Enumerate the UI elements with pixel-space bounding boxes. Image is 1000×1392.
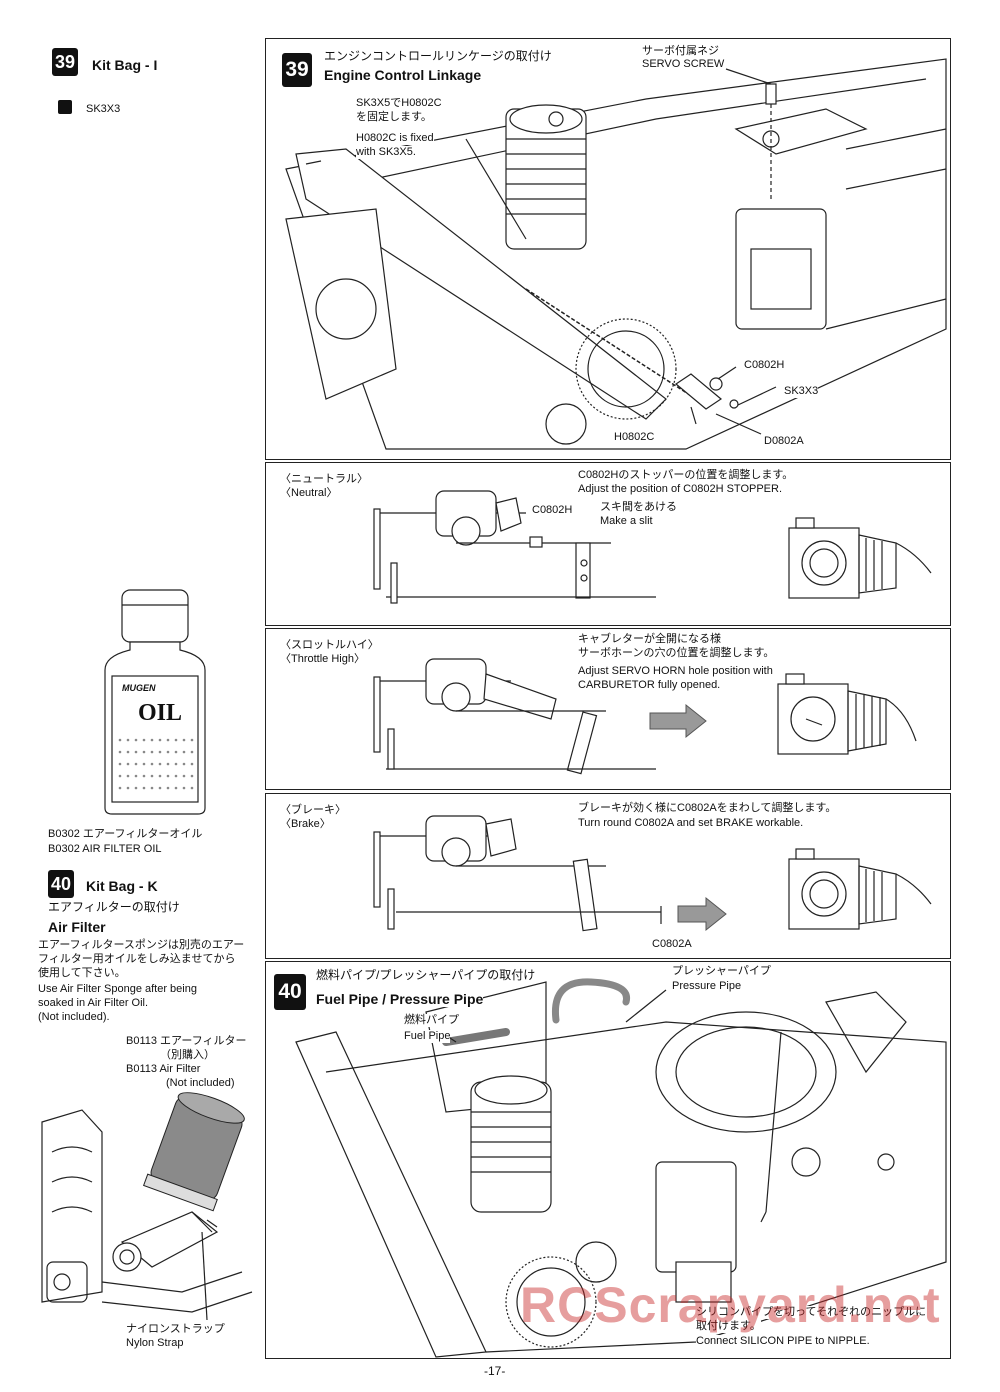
engine-linkage-illustration [285, 58, 947, 450]
fix-note-jp-2: を固定します。 [356, 111, 432, 124]
brake-label-en: 〈Brake〉 [280, 818, 331, 830]
brake-panel: 〈ブレーキ〉 〈Brake〉 ブレーキが効く様にC0802Aをまわして調整します… [265, 793, 951, 959]
air-filter-text-jp-3: 使用して下さい。 [38, 967, 126, 979]
pressure-pipe-label-en: Pressure Pipe [672, 980, 742, 993]
neutral-instruction-en: Adjust the position of C0802H STOPPER. [578, 483, 783, 495]
brake-instruction-jp: ブレーキが効く様にC0802Aをまわして調整します。 [578, 802, 837, 814]
air-filter-illustration [41, 1092, 253, 1321]
air-filter-text-en-2: soaked in Air Filter Oil. [38, 997, 149, 1009]
neutral-label-en: 〈Neutral〉 [280, 487, 338, 499]
air-filter-oil-bottle-image [104, 589, 206, 815]
make-slit-en: Make a slit [600, 515, 653, 527]
fuel-pipe-panel: 40 燃料パイプ/プレッシャーパイプの取付け Fuel Pipe / Press… [265, 961, 951, 1359]
fuel-pipe-title-en: Fuel Pipe / Pressure Pipe [316, 991, 484, 1007]
throttle-instruction-jp-2: サーボホーンの穴の位置を調整します。 [578, 647, 775, 659]
throttle-instruction-en-1: Adjust SERVO HORN hole position with [578, 665, 773, 677]
engine-control-linkage-panel: 39 エンジンコントロールリンケージの取付け Engine Control Li… [265, 38, 951, 460]
page-number: -17- [484, 1364, 506, 1378]
step-40-badge: 40 [48, 870, 74, 898]
kit-bag-k-label: Kit Bag - K [86, 878, 158, 894]
neutral-linkage-diagram [373, 490, 932, 604]
brake-c0802a-label: C0802A [652, 938, 692, 950]
watermark: RCScrapyard.net [520, 1277, 941, 1333]
silicon-pipe-note-jp-2: 取付けます。 [696, 1320, 761, 1333]
engine-linkage-title-en: Engine Control Linkage [324, 67, 482, 83]
servo-screw-label-en: SERVO SCREW [642, 58, 725, 71]
neutral-label-jp: 〈ニュートラル〉 [280, 473, 368, 485]
fix-note-jp-1: SK3X5でH0802C [356, 97, 442, 110]
oil-part-label-en: B0302 AIR FILTER OIL [48, 843, 162, 855]
silicon-pipe-note-en: Connect SILICON PIPE to NIPPLE. [696, 1335, 870, 1348]
silicon-pipe-note-jp-1: シリコンパイプを切ってそれぞれのニップルに [696, 1306, 927, 1319]
neutral-c0802h-label: C0802H [532, 504, 573, 517]
h0802c-label: H0802C [614, 431, 655, 444]
engine-linkage-title-jp: エンジンコントロールリンケージの取付け [324, 49, 552, 64]
brake-linkage-diagram [373, 815, 932, 932]
throttle-high-label-jp: 〈スロットルハイ〉 [280, 639, 379, 651]
air-filter-text-en-3: (Not included). [38, 1011, 110, 1023]
throttle-high-panel: 〈スロットルハイ〉 〈Throttle High〉 キャブレターが全開になる様 … [265, 628, 951, 790]
throttle-instruction-en-2: CARBURETOR fully opened. [578, 679, 721, 691]
step-40-panel-badge: 40 [274, 974, 306, 1010]
nylon-strap-label-jp: ナイロンストラップ [126, 1323, 225, 1335]
brake-instruction-en: Turn round C0802A and set BRAKE workable… [578, 817, 804, 829]
bottle-oil-text: OIL [138, 700, 183, 726]
air-filter-text-jp-1: エアーフィルタースポンジは別売のエアー [38, 939, 245, 951]
fix-note-en-1: H0802C is fixed [356, 132, 434, 145]
step-39-badge: 39 [52, 48, 78, 76]
b0113-label-en-1: B0113 Air Filter [126, 1063, 201, 1075]
make-slit-jp: スキ間をあける [600, 501, 677, 513]
air-filter-text-en-1: Use Air Filter Sponge after being [38, 983, 197, 995]
step-39-panel-badge: 39 [282, 53, 312, 87]
neutral-panel: 〈ニュートラル〉 〈Neutral〉 C0802Hのストッパーの位置を調整します… [265, 462, 951, 626]
bottle-brand-text: MUGEN [122, 683, 156, 693]
sk3x3-part-label: SK3X3 [86, 103, 121, 115]
servo-screw-label-jp: サーボ付属ネジ [642, 45, 719, 58]
oil-part-label-jp: B0302 エアーフィルターオイル [48, 828, 203, 840]
nylon-strap-label-en: Nylon Strap [126, 1337, 184, 1349]
throttle-high-label-en: 〈Throttle High〉 [280, 653, 365, 665]
fix-note-en-2: with SK3X5. [356, 146, 416, 159]
b0113-label-jp-1: B0113 エアーフィルター [126, 1035, 247, 1047]
fuel-pipe-label-en: Fuel Pipe [404, 1030, 451, 1043]
air-filter-title-jp: エアフィルターの取付け [48, 900, 180, 914]
pressure-pipe-label-jp: プレッシャーパイプ [672, 965, 771, 978]
screw-icon [58, 100, 72, 114]
fuel-pipe-illustration [295, 978, 947, 1358]
d0802a-label: D0802A [764, 435, 804, 448]
air-filter-title-en: Air Filter [48, 919, 106, 935]
c0802h-label: C0802H [744, 359, 785, 372]
fuel-pipe-title-jp: 燃料パイプ/プレッシャーパイプの取付け [316, 968, 536, 983]
throttle-instruction-jp-1: キャブレターが全開になる様 [578, 633, 721, 645]
b0113-label-en-2: (Not included) [166, 1077, 235, 1089]
kit-bag-i-label: Kit Bag - I [92, 57, 158, 73]
fuel-pipe-label-jp: 燃料パイプ [404, 1014, 459, 1027]
air-filter-text-jp-2: フィルター用オイルをしみ込ませてから [38, 953, 236, 965]
sk3x3-label: SK3X3 [784, 385, 819, 398]
b0113-label-jp-2: （別購入） [160, 1049, 215, 1061]
brake-label-jp: 〈ブレーキ〉 [280, 804, 346, 816]
throttle-high-linkage-diagram [373, 658, 917, 775]
neutral-instruction-jp: C0802Hのストッパーの位置を調整します。 [578, 469, 794, 481]
